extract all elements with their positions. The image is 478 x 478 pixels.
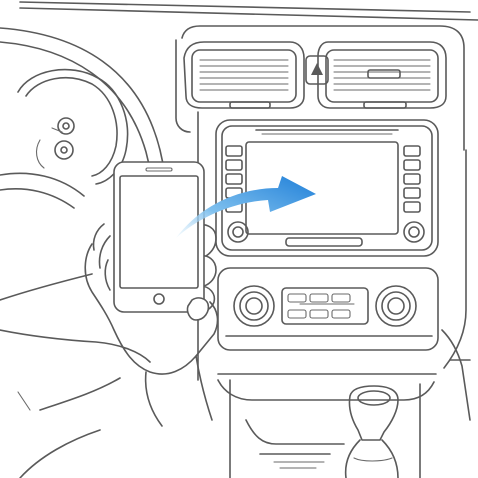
instrument-cluster-icon bbox=[18, 70, 128, 184]
head-unit-screen bbox=[246, 142, 398, 234]
thumb bbox=[187, 298, 208, 320]
climate-control-panel bbox=[218, 268, 438, 350]
right-air-vent bbox=[318, 42, 446, 108]
head-unit-right-buttons bbox=[404, 146, 420, 212]
volume-knob bbox=[228, 222, 248, 242]
car-head-unit bbox=[216, 120, 438, 256]
tuning-knob bbox=[404, 222, 424, 242]
dashboard-top-edge bbox=[20, 2, 478, 20]
smartphone-icon bbox=[114, 162, 204, 312]
hazard-triangle-icon bbox=[306, 56, 328, 84]
left-air-vent bbox=[184, 42, 304, 108]
